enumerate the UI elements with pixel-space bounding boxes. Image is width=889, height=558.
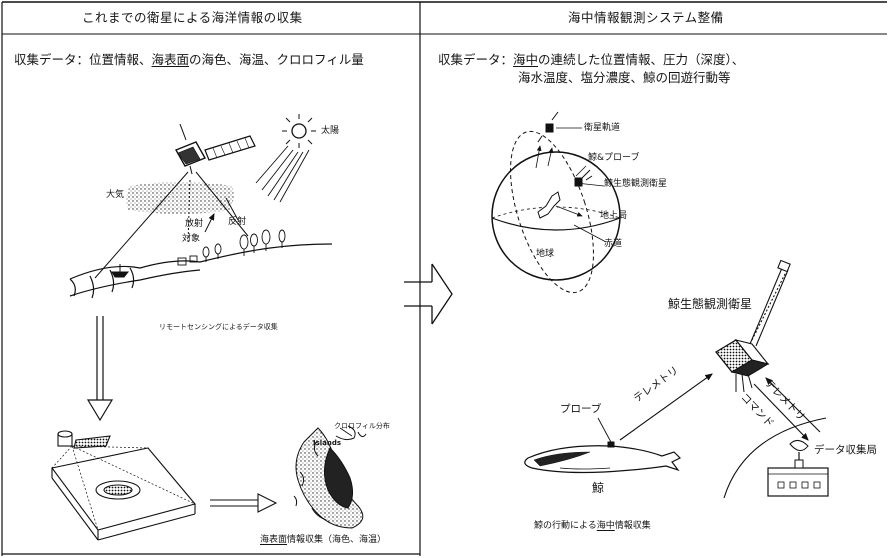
globe-diagram bbox=[491, 111, 621, 294]
japan-outline bbox=[537, 191, 561, 219]
ecology-satellite-icon bbox=[715, 259, 791, 393]
atmosphere-label: 大気 bbox=[106, 190, 125, 200]
tree-icons bbox=[177, 229, 286, 266]
probe-label: プローブ bbox=[560, 403, 602, 415]
reflection-label: 反射 bbox=[228, 217, 247, 227]
bottom-caption-underlined: 海中 bbox=[596, 521, 615, 531]
transition-arrow bbox=[404, 263, 453, 325]
ground-station-icon bbox=[723, 417, 829, 499]
bottom-caption: 鯨の行動による海中情報収集 bbox=[534, 522, 651, 531]
right-data-prefix: 収集データ： bbox=[438, 52, 514, 67]
chlorophyll-label: クロロフィル分布 bbox=[334, 422, 390, 430]
equator-label: 赤道 bbox=[604, 239, 623, 249]
down-arrow bbox=[86, 316, 114, 422]
surface-caption-rest: 情報収集（海色、海温） bbox=[287, 535, 387, 545]
right-data-line1-rest: の連続した位置情報、圧力（深度）、 bbox=[538, 52, 745, 67]
left-data-prefix: 収集データ：位置情報、 bbox=[14, 52, 152, 67]
data-station-label: データ収集局 bbox=[814, 444, 877, 456]
earth-label: 地球 bbox=[536, 249, 555, 259]
bottom-caption-prefix: 鯨の行動による bbox=[534, 521, 597, 531]
observation-satellite-icon bbox=[174, 123, 256, 175]
chlorophyll-map bbox=[293, 425, 367, 529]
ecology-satellite-small-label: 鯨生態観測衛星 bbox=[604, 179, 668, 189]
equator-line bbox=[491, 217, 621, 231]
coastline bbox=[69, 243, 333, 299]
surface-caption-underlined: 海表面 bbox=[260, 535, 288, 545]
left-data-suffix: の海色、海温、クロロフィル量 bbox=[189, 52, 364, 67]
whale-icon bbox=[524, 441, 682, 474]
ground-station-label: 地上局 bbox=[600, 211, 628, 221]
right-data-line1: 収集データ：海中の連続した位置情報、圧力（深度）、 bbox=[438, 52, 745, 67]
boat-icon bbox=[111, 264, 130, 278]
orbit-satellite-icon bbox=[537, 111, 559, 143]
right-data-line2: 海水温度、塩分濃度、鯨の回遊行動等 bbox=[518, 70, 731, 85]
islands-label: Islands bbox=[313, 439, 342, 447]
whale-probe-label: 鯨&プローブ bbox=[588, 153, 640, 163]
radiation-label: 放射 bbox=[185, 219, 204, 229]
bottom-caption-suffix: 情報収集 bbox=[614, 521, 651, 531]
satellite-orbit-label: 衛星軌道 bbox=[584, 123, 621, 133]
remote-sensing-scene bbox=[51, 114, 367, 541]
ecology-satellite-label: 鯨生態観測衛星 bbox=[668, 297, 753, 311]
right-arrow bbox=[210, 493, 278, 513]
satellite-orbit-ellipse bbox=[510, 130, 594, 294]
right-data-underlined: 海中 bbox=[513, 52, 539, 67]
left-data-line: 収集データ：位置情報、海表面の海色、海温、クロロフィル量 bbox=[14, 52, 364, 67]
target-label: 対象 bbox=[182, 234, 201, 244]
sun-icon bbox=[255, 114, 316, 203]
ecology-satellite-small-icon bbox=[574, 169, 593, 187]
sun-label: 太陽 bbox=[321, 126, 340, 136]
ocean-surface-box bbox=[51, 430, 196, 541]
atmosphere-band bbox=[126, 182, 234, 214]
surface-caption: 海表面情報収集（海色、海温） bbox=[260, 536, 386, 545]
left-data-underlined: 海表面 bbox=[151, 52, 190, 67]
left-panel-title: これまでの衛星による海洋情報の収集 bbox=[82, 10, 303, 25]
right-panel-title: 海中情報観測システム整備 bbox=[568, 10, 724, 25]
whale-label: 鯨 bbox=[592, 481, 605, 495]
earth-globe bbox=[491, 151, 621, 281]
telemetry-links bbox=[619, 373, 821, 441]
probe-pointer bbox=[597, 417, 613, 445]
remote-sensing-caption: リモートセンシングによるデータ収集 bbox=[159, 323, 278, 331]
